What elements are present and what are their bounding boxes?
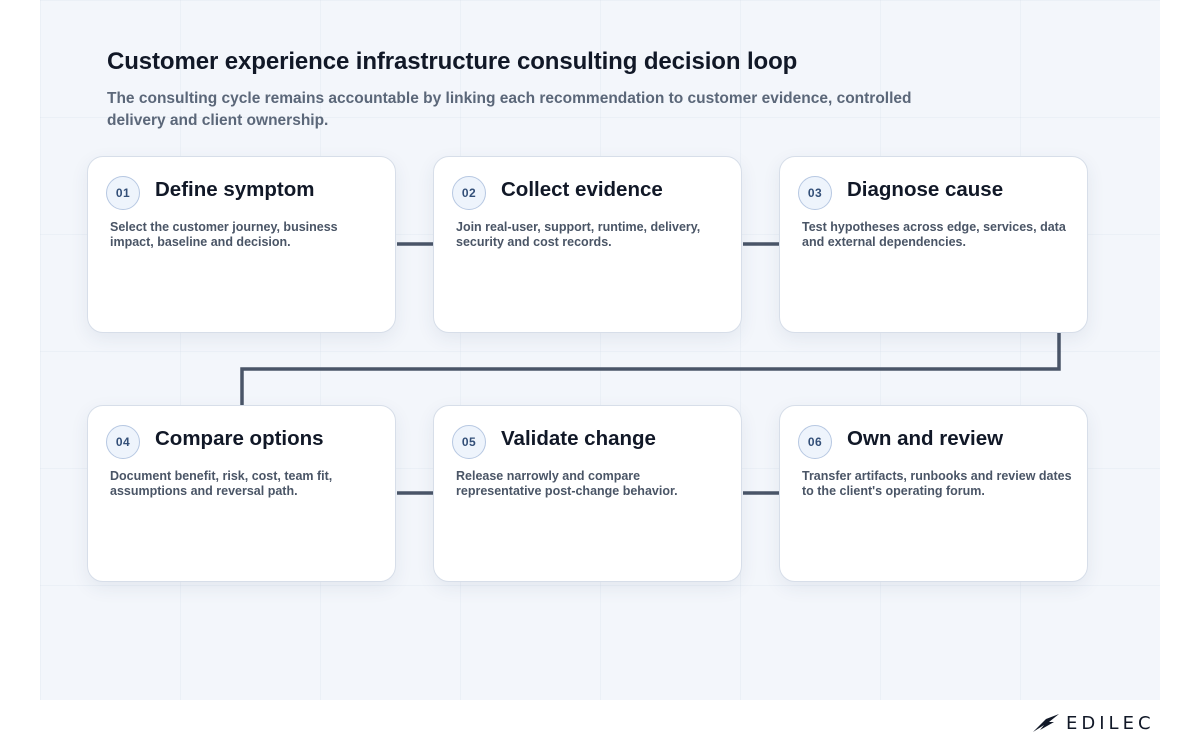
step-number-badge: 06 — [798, 425, 832, 459]
bird-mark-icon — [1033, 714, 1059, 732]
step-title: Validate change — [501, 427, 656, 450]
step-title: Define symptom — [155, 178, 315, 201]
page-title: Customer experience infrastructure consu… — [107, 48, 798, 75]
step-card-validate-change: 05 Validate change Release narrowly and … — [433, 405, 742, 582]
background-panel — [40, 0, 1160, 700]
step-description: Release narrowly and compare representat… — [456, 469, 678, 498]
step-title: Collect evidence — [501, 178, 663, 201]
brand-logo: EDILEC — [1032, 711, 1155, 735]
step-number-badge: 02 — [452, 176, 486, 210]
step-number-badge: 04 — [106, 425, 140, 459]
step-title: Diagnose cause — [847, 178, 1004, 201]
step-number-badge: 01 — [106, 176, 140, 210]
step-description: Select the customer journey, business im… — [110, 220, 338, 249]
step-card-diagnose-cause: 03 Diagnose cause Test hypotheses across… — [779, 156, 1088, 333]
step-title: Compare options — [155, 427, 324, 450]
step-card-own-and-review: 06 Own and review Transfer artifacts, ru… — [779, 405, 1088, 582]
step-title: Own and review — [847, 427, 1004, 450]
step-card-collect-evidence: 02 Collect evidence Join real-user, supp… — [433, 156, 742, 333]
step-description: Document benefit, risk, cost, team fit, … — [110, 469, 333, 498]
step-number-badge: 03 — [798, 176, 832, 210]
brand-name: EDILEC — [1066, 712, 1155, 734]
step-description: Transfer artifacts, runbooks and review … — [802, 469, 1072, 498]
step-card-define-symptom: 01 Define symptom Select the customer jo… — [87, 156, 396, 333]
step-number-badge: 05 — [452, 425, 486, 459]
page-subtitle: The consulting cycle remains accountable… — [107, 90, 912, 129]
step-card-compare-options: 04 Compare options Document benefit, ris… — [87, 405, 396, 582]
step-description: Join real-user, support, runtime, delive… — [456, 220, 701, 249]
connector-03-04 — [240, 333, 1061, 405]
step-description: Test hypotheses across edge, services, d… — [802, 220, 1066, 249]
